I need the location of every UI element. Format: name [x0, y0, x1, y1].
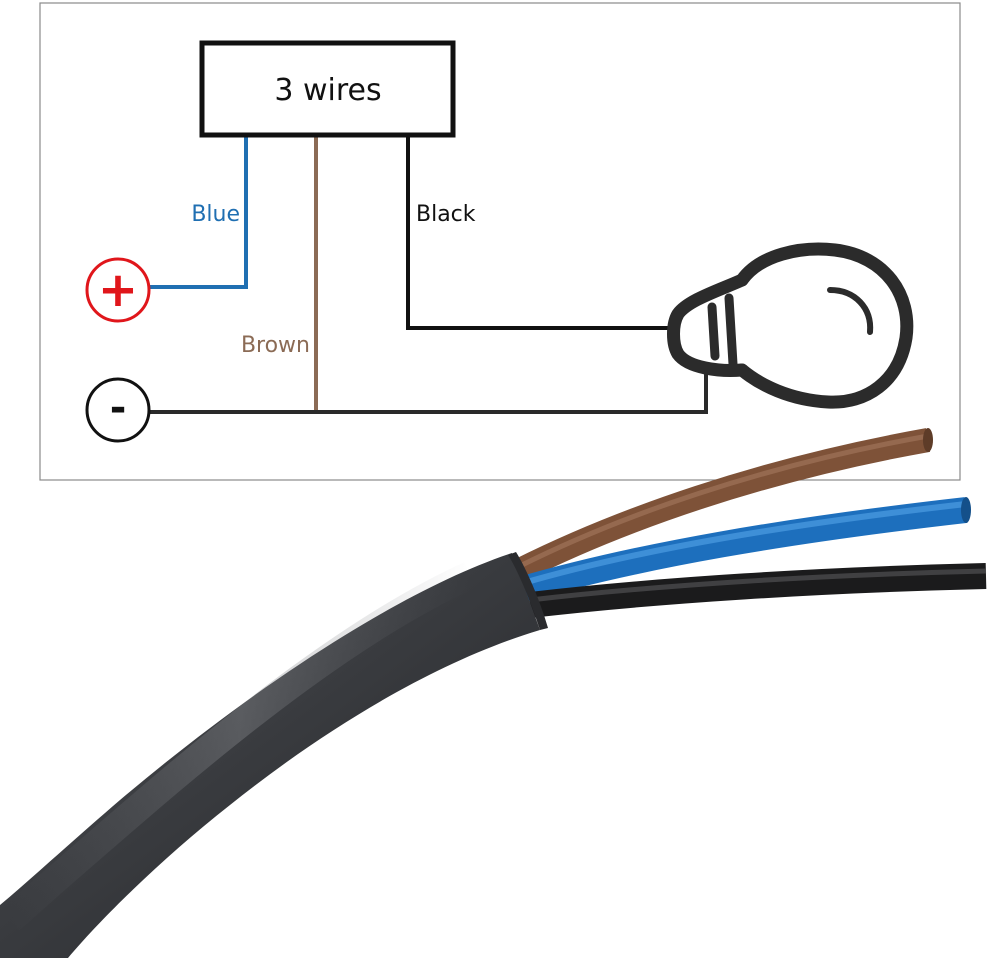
light-bulb-icon: [667, 242, 914, 409]
positive-terminal-symbol: +: [98, 262, 138, 318]
black-wire-label: Black: [416, 202, 476, 227]
bulb-highlight-icon: [827, 287, 874, 335]
photo-brown-wire: [514, 428, 931, 581]
photo-blue-wire: [516, 497, 968, 603]
negative-terminal-icon: -: [85, 377, 151, 443]
negative-return-wire: [150, 362, 708, 414]
diagram-frame: [39, 2, 961, 481]
photo-cable-sheath: [0, 553, 540, 958]
black-wire: [406, 135, 672, 330]
positive-terminal-icon: +: [85, 257, 151, 323]
negative-terminal-symbol: -: [110, 385, 127, 431]
photo-black-wire: [528, 563, 987, 618]
brown-wire-label: Brown: [241, 333, 310, 358]
sensor-box: [199, 40, 456, 138]
blue-wire: [150, 135, 248, 289]
cable-with-three-wires-photo: [0, 428, 987, 958]
blue-wire-label: Blue: [191, 202, 240, 227]
sensor-box-label: 3 wires: [274, 73, 381, 108]
diagram-wires: [150, 135, 708, 414]
